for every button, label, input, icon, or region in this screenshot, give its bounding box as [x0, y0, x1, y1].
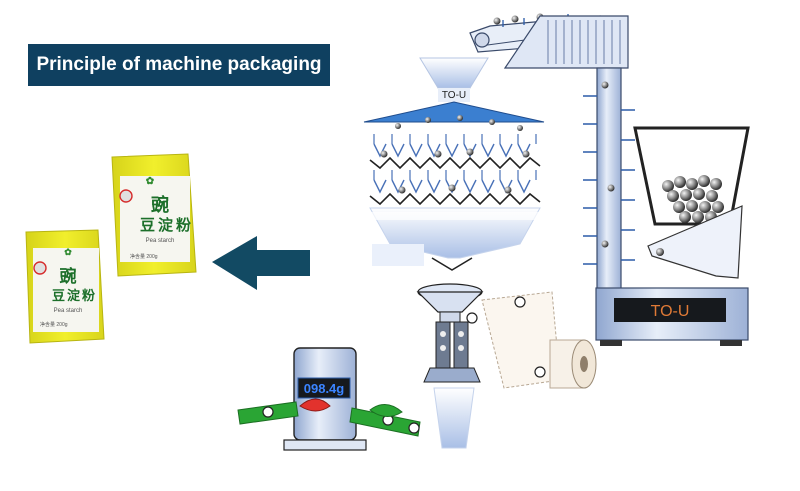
multihead-weigher: TO-U	[360, 57, 545, 271]
bean-icon	[299, 398, 403, 417]
svg-text:豆: 豆	[140, 217, 155, 234]
svg-text:淀: 淀	[67, 288, 81, 303]
arrow-left-icon	[212, 236, 310, 290]
feed-bin	[633, 126, 750, 279]
svg-text:豆: 豆	[52, 288, 65, 303]
elevator-base: TO-U	[595, 287, 749, 346]
svg-text:净含量 200g: 净含量 200g	[130, 253, 158, 260]
svg-text:✿: ✿	[146, 176, 155, 187]
svg-text:豌: 豌	[60, 266, 77, 286]
film-roll	[549, 339, 597, 389]
svg-text:Pea starch: Pea starch	[146, 238, 175, 244]
svg-text:豌: 豌	[151, 194, 169, 215]
svg-text:粉: 粉	[176, 216, 191, 234]
bag-former	[416, 283, 597, 449]
check-weigher: 098.4g	[237, 347, 421, 451]
svg-text:粉: 粉	[82, 288, 95, 303]
conveyor-belt-left	[237, 401, 299, 425]
svg-text:✿: ✿	[64, 247, 72, 257]
conveyor-belt-right	[349, 407, 421, 437]
svg-text:净含量 200g: 净含量 200g	[40, 321, 68, 328]
package-front: ✿ 豌 豆 淀 粉 Pea starch 净含量 200g	[25, 229, 105, 344]
svg-text:098.4g: 098.4g	[304, 381, 345, 396]
svg-text:TO-U: TO-U	[442, 90, 466, 101]
package-back: ✿ 豌 豆 淀 粉 Pea starch 净含量 200g	[111, 153, 197, 277]
svg-text:Pea starch: Pea starch	[54, 308, 83, 314]
diagram-title: Principle of machine packaging	[36, 54, 322, 75]
title-banner: Principle of machine packaging	[28, 44, 330, 86]
svg-text:淀: 淀	[158, 216, 174, 234]
svg-text:TO-U: TO-U	[651, 303, 690, 320]
